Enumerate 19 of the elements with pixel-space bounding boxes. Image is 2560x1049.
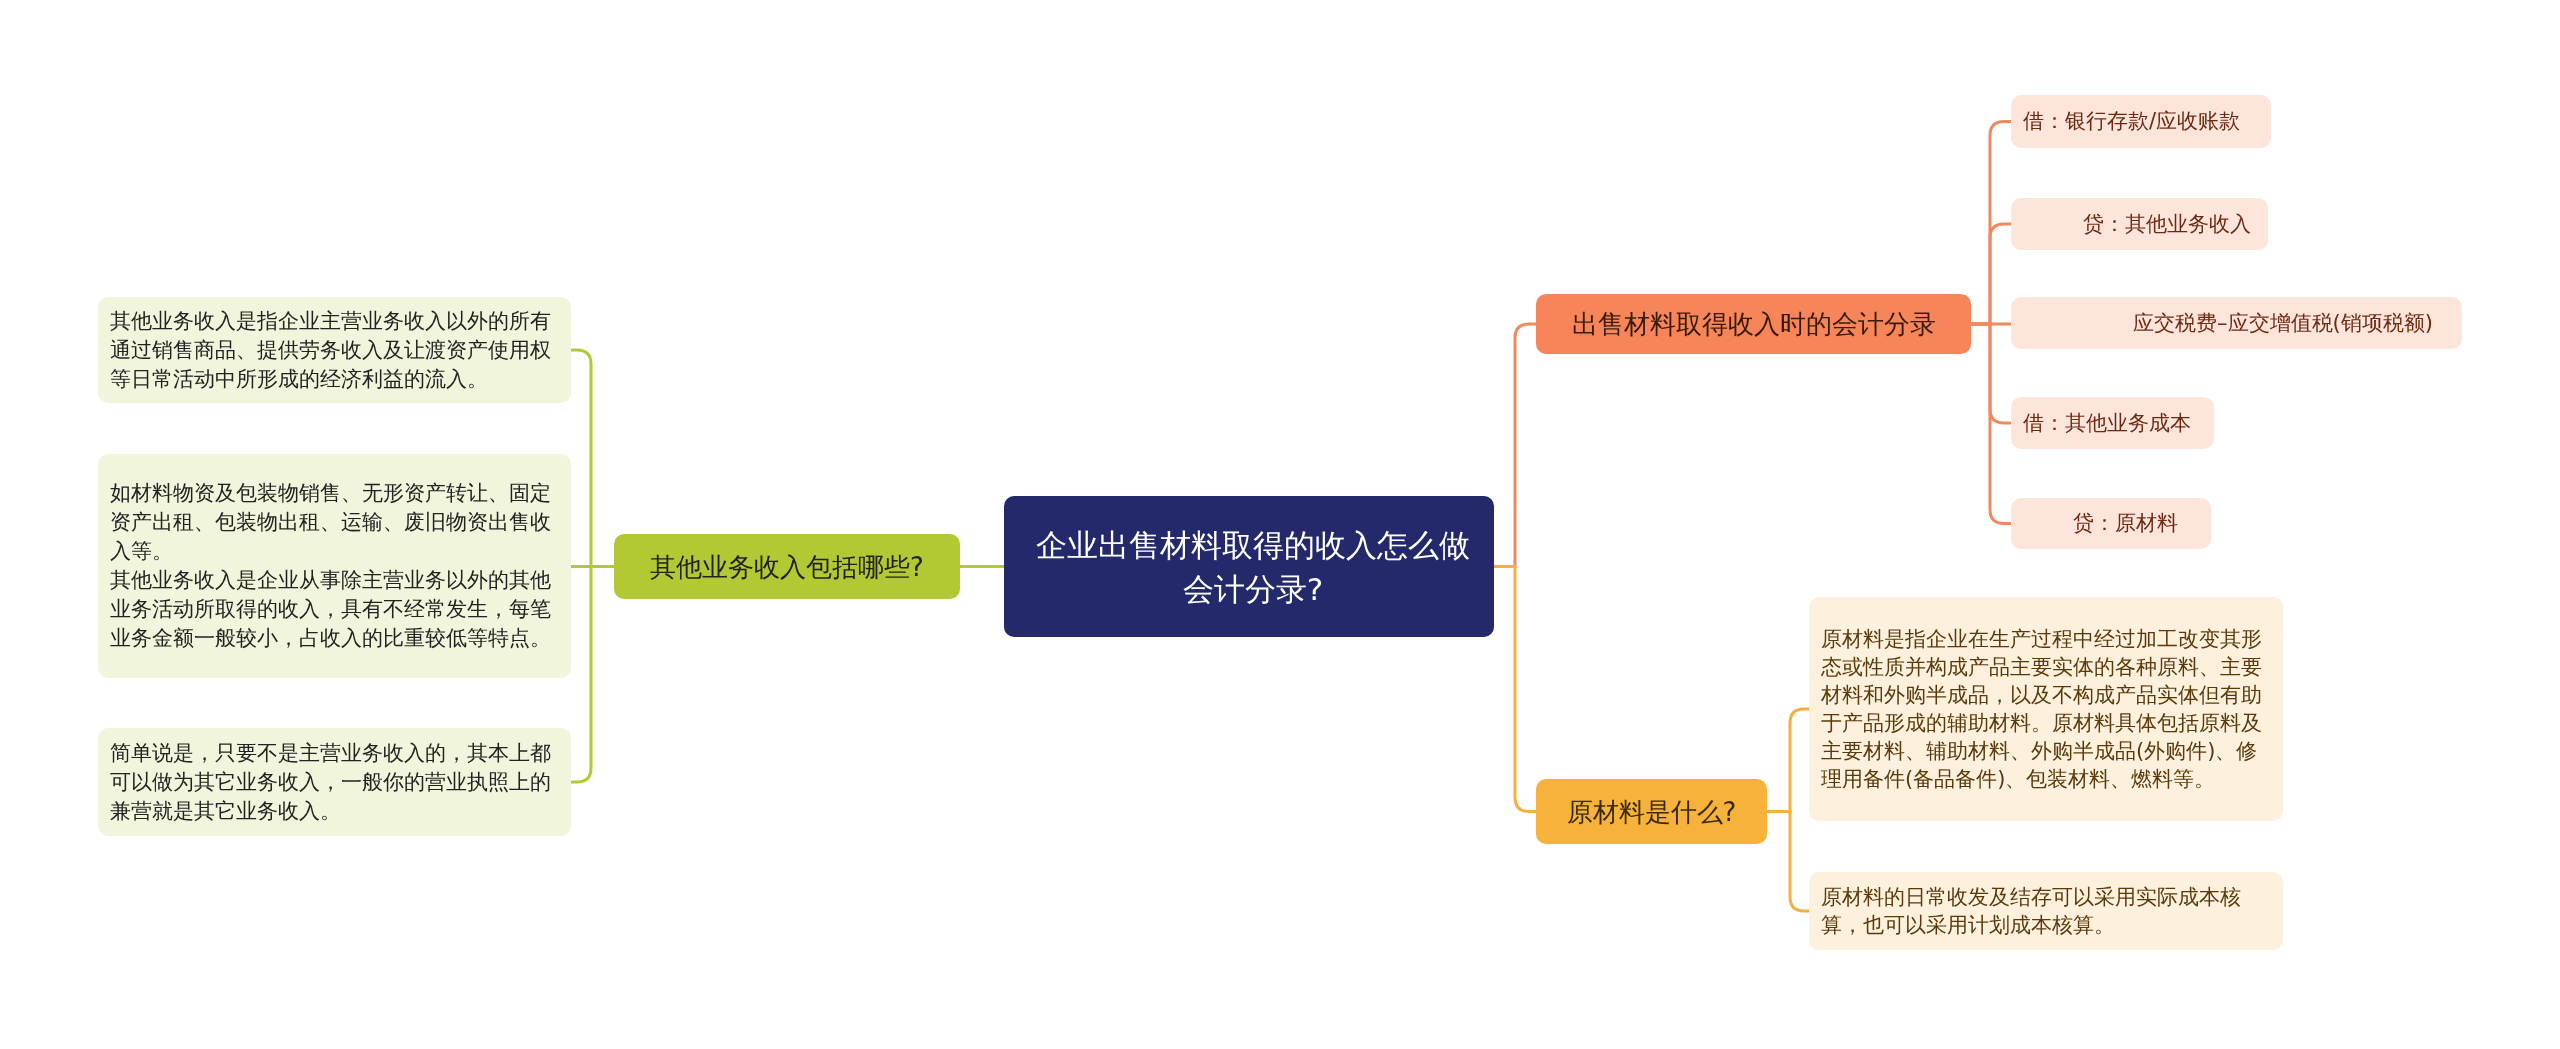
topic-box: 原材料是什么? — [1536, 779, 1767, 844]
paragraph: 如材料物资及包装物销售、无形资产转让、固定资产出租、包装物出租、运输、废旧物资出售收入等。 — [110, 480, 552, 565]
connector-line — [1494, 565, 1536, 813]
central-topic-box: 企业出售材料取得的收入怎么做会计分录? — [1004, 496, 1494, 637]
note-box — [98, 454, 571, 678]
note-box: 原材料是指企业在生产过程中经过加工改变其形态或性质并构成产品主要实体的各种原料、主要材料和外购半成品，以及不构成产品实体但有助于产品形成的辅助材料。原材料具体包括原料及主要材料、辅助材料、外购半成品(外购件)、修理用备件(备品备件)、包装材料、燃料等。 — [1809, 597, 2283, 821]
entry-box: 应交税费–应交增值税(销项税额) — [2011, 297, 2462, 349]
entry-box: 借：其他业务成本 — [2011, 397, 2214, 449]
entry-box: 借：银行存款/应收账款 — [2011, 95, 2271, 148]
note-box: 其他业务收入是指企业主营业务收入以外的所有通过销售商品、提供劳务收入及让渡资产使用权等日常活动中所形成的经济利益的流入。 — [98, 297, 571, 403]
paragraph: 其他业务收入是企业从事除主营业务以外的其他业务活动所取得的收入，具有不经常发生，每笔业务金额一般较小，占收入的比重较低等特点。 — [110, 567, 552, 652]
note-box: 简单说是，只要不是主营业务收入的，其本上都可以做为其它业务收入，一般你的营业执照上的兼营就是其它业务收入。 — [98, 728, 571, 836]
entry-box: 贷：原材料 — [2011, 498, 2211, 549]
topic-box: 其他业务收入包括哪些? — [614, 534, 960, 599]
connector-line — [1971, 322, 2011, 525]
note-box: 原材料的日常收发及结存可以采用实际成本核算，也可以采用计划成本核算。 — [1809, 872, 2283, 950]
connector-line — [960, 565, 1004, 568]
entry-box: 贷：其他业务收入 — [2011, 198, 2268, 250]
topic-box: 出售材料取得收入时的会计分录 — [1536, 294, 1971, 354]
